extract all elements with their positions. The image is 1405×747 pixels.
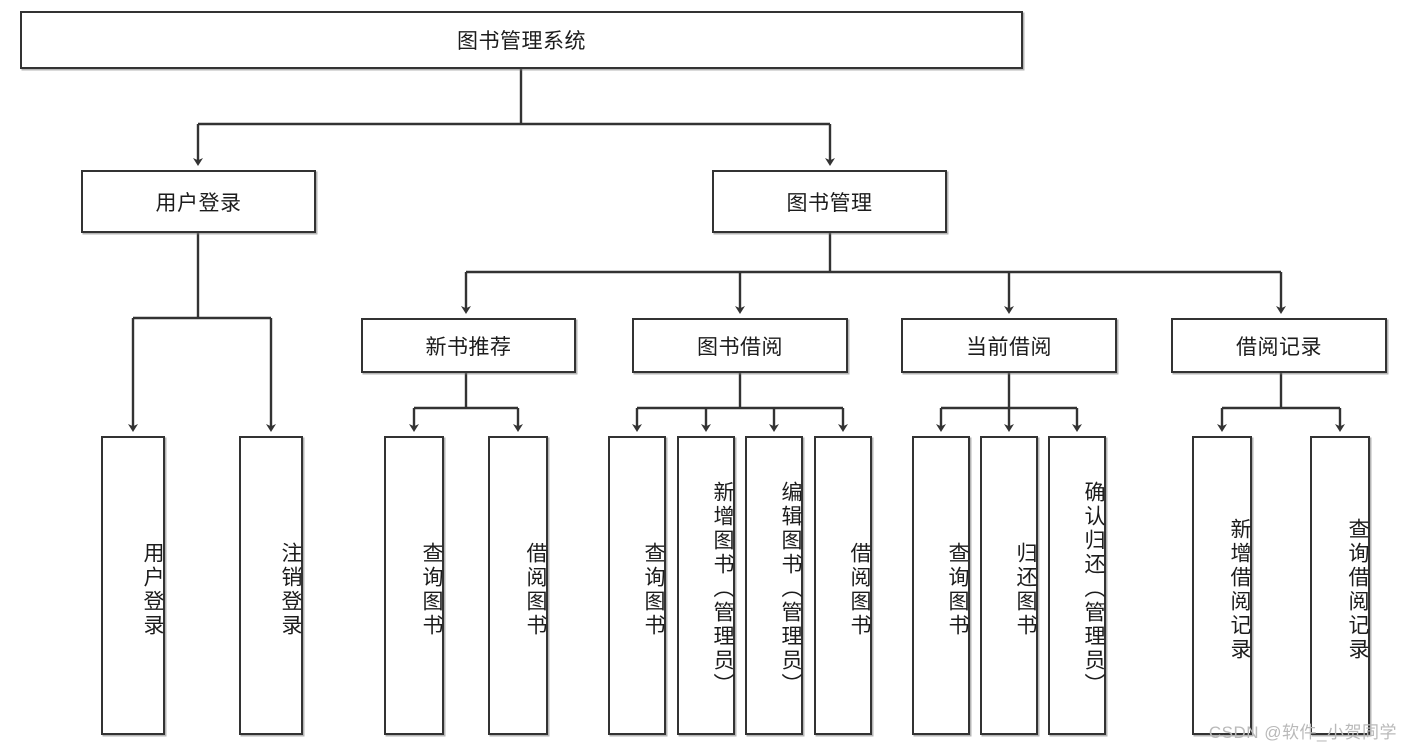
node-leaf-add-book[interactable]: 新增图书（管理员） bbox=[677, 436, 735, 735]
node-current-borrow[interactable]: 当前借阅 bbox=[901, 318, 1117, 373]
node-label: 图书借阅 bbox=[697, 335, 783, 359]
node-label: 编辑图书（管理员） bbox=[779, 480, 802, 697]
node-label: 查询借阅记录 bbox=[1346, 517, 1369, 662]
node-leaf-query-borrow-record[interactable]: 查询借阅记录 bbox=[1310, 436, 1370, 735]
node-label: 用户登录 bbox=[141, 541, 164, 638]
node-label: 查询图书 bbox=[642, 541, 665, 638]
node-leaf-query-book-2[interactable]: 查询图书 bbox=[608, 436, 666, 735]
node-borrow-record[interactable]: 借阅记录 bbox=[1171, 318, 1387, 373]
node-label: 查询图书 bbox=[946, 541, 969, 638]
node-label: 借阅图书 bbox=[524, 541, 547, 638]
node-label: 用户登录 bbox=[155, 191, 242, 215]
node-leaf-borrow-book-2[interactable]: 借阅图书 bbox=[814, 436, 872, 735]
node-leaf-confirm-return[interactable]: 确认归还（管理员） bbox=[1048, 436, 1106, 735]
node-book-borrow[interactable]: 图书借阅 bbox=[632, 318, 848, 373]
node-leaf-query-book-1[interactable]: 查询图书 bbox=[384, 436, 444, 735]
node-book-manage[interactable]: 图书管理 bbox=[712, 170, 947, 233]
watermark-credit: CSDN @软件_小贺同学 bbox=[1208, 723, 1397, 742]
node-label: 图书管理 bbox=[786, 191, 873, 215]
node-leaf-add-borrow-record[interactable]: 新增借阅记录 bbox=[1192, 436, 1252, 735]
node-leaf-user-login[interactable]: 用户登录 bbox=[101, 436, 165, 735]
node-new-book-recommend[interactable]: 新书推荐 bbox=[361, 318, 576, 373]
node-label: 新增借阅记录 bbox=[1228, 517, 1251, 662]
node-label: 新增图书（管理员） bbox=[711, 480, 734, 697]
node-label: 借阅图书 bbox=[848, 541, 871, 638]
node-label: 归还图书 bbox=[1014, 541, 1037, 638]
node-leaf-borrow-book-1[interactable]: 借阅图书 bbox=[488, 436, 548, 735]
node-label: 确认归还（管理员） bbox=[1082, 480, 1105, 697]
node-user-login[interactable]: 用户登录 bbox=[81, 170, 316, 233]
node-label: 新书推荐 bbox=[425, 335, 512, 359]
node-root-book-management-system[interactable]: 图书管理系统 bbox=[20, 11, 1023, 69]
node-label: 注销登录 bbox=[279, 541, 302, 638]
node-label: 当前借阅 bbox=[966, 335, 1052, 359]
node-label: 图书管理系统 bbox=[457, 30, 586, 53]
node-leaf-edit-book[interactable]: 编辑图书（管理员） bbox=[745, 436, 803, 735]
node-leaf-query-book-3[interactable]: 查询图书 bbox=[912, 436, 970, 735]
node-leaf-return-book[interactable]: 归还图书 bbox=[980, 436, 1038, 735]
node-leaf-user-logout[interactable]: 注销登录 bbox=[239, 436, 303, 735]
node-label: 借阅记录 bbox=[1236, 335, 1322, 359]
node-label: 查询图书 bbox=[420, 541, 443, 638]
